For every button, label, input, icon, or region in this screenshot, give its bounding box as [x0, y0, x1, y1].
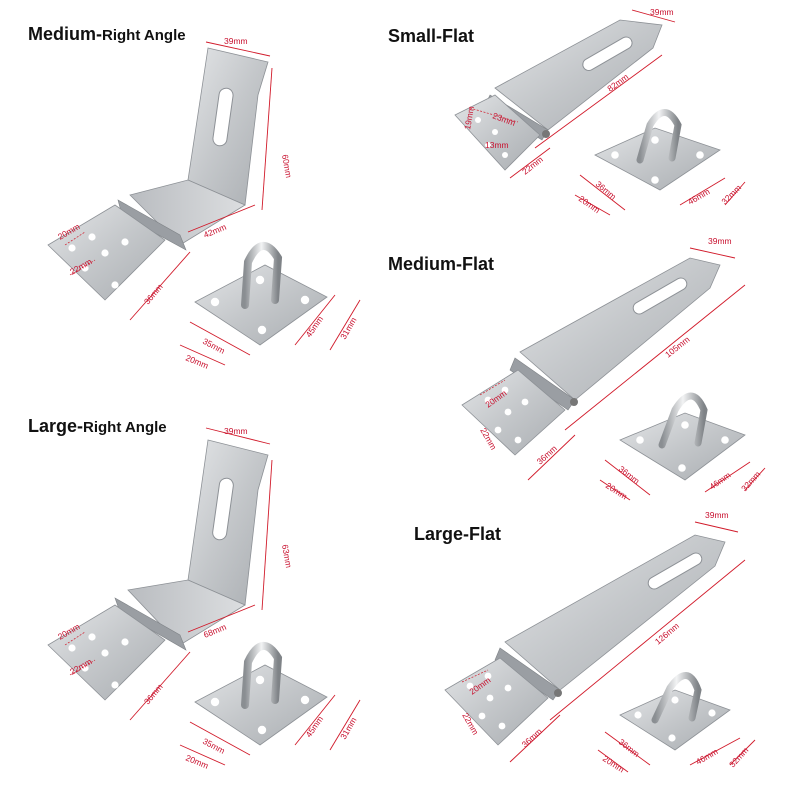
hasp-illustration: 39mm 82mm 23mm 19mm 13mm 22mm 36mm 20mm …: [454, 7, 746, 216]
dim-label: 36mm: [594, 179, 619, 202]
dim-label: 32mm: [727, 745, 750, 769]
dim-label: 46mm: [707, 470, 732, 492]
dim-label: 20mm: [604, 480, 629, 501]
dim-label: 46mm: [694, 746, 719, 766]
dim-label: 32mm: [719, 183, 743, 207]
panel-large-right-angle: Large-Right Angle 39mm 63mm 68mm 36mm 20…: [0, 400, 400, 800]
dim-label: 20mm: [184, 353, 210, 371]
dim-label: 36mm: [535, 443, 559, 466]
panel-title: Small-Flat: [388, 26, 474, 47]
title-size: Small-Flat: [388, 26, 475, 46]
dim-label: 39mm: [705, 510, 729, 520]
dim-label: 36mm: [520, 726, 544, 749]
hasp-illustration: 39mm 105mm 20mm 22mm 36mm 36mm 20mm 46mm…: [461, 236, 766, 502]
dim-label: 45mm: [303, 714, 325, 739]
dim-label: 60mm: [280, 154, 294, 179]
dim-label: 105mm: [663, 334, 691, 359]
dim-label: 36mm: [617, 464, 642, 486]
dim-label: 36mm: [142, 682, 165, 707]
dim-label: 35mm: [201, 336, 227, 356]
dim-label: 20mm: [184, 753, 210, 771]
dim-label: 46mm: [686, 186, 711, 206]
title-type: Right Angle: [102, 27, 186, 44]
dim-label: 22mm: [520, 154, 545, 176]
dim-label: 39mm: [708, 236, 732, 246]
dim-label: 39mm: [224, 426, 248, 436]
dim-label: 63mm: [280, 544, 294, 569]
dim-label: 39mm: [224, 36, 248, 46]
panel-small-flat: Small-Flat 39mm 82mm 23mm 19mm 13mm 22mm…: [388, 0, 800, 255]
panel-large-flat: Large-Flat 39mm 126mm 20mm 22mm 36mm 36m…: [400, 500, 800, 800]
title-size: Medium-Flat: [388, 254, 494, 274]
title-size: Large-Flat: [414, 524, 502, 544]
hasp-illustration: 39mm 63mm 68mm 36mm 20mm 22mm 35mm 20mm …: [47, 426, 361, 771]
dim-label: 32mm: [739, 469, 762, 493]
panel-title: Large-Right Angle: [28, 416, 167, 437]
dim-label: 45mm: [303, 314, 325, 339]
dim-label: 13mm: [485, 140, 509, 150]
panel-title: Large-Flat: [414, 524, 501, 545]
hasp-illustration: 39mm 60mm 42mm 36mm 20mm 22mm 35mm 20mm …: [47, 36, 361, 371]
panel-medium-right-angle: Medium-Right Angle 39mm 60mm 42mm 36mm: [0, 0, 400, 400]
title-type: Right Angle: [83, 419, 167, 436]
dim-label: 20mm: [601, 753, 626, 774]
title-size: Large-: [28, 416, 84, 436]
dim-label: 36mm: [142, 282, 165, 307]
dim-label: 36mm: [617, 737, 642, 759]
dim-label: 39mm: [650, 7, 674, 17]
panel-title: Medium-Flat: [388, 254, 494, 275]
panel-title: Medium-Right Angle: [28, 24, 186, 45]
hasp-illustration: 39mm 126mm 20mm 22mm 36mm 36mm 20mm 46mm…: [444, 510, 756, 775]
title-size: Medium-: [28, 24, 102, 44]
dim-label: 20mm: [577, 193, 602, 215]
dim-label: 35mm: [201, 736, 227, 756]
dim-label: 19mm: [462, 105, 476, 130]
dim-label: 31mm: [338, 316, 358, 341]
dim-label: 31mm: [338, 716, 358, 741]
panel-medium-flat: Medium-Flat 39mm 105mm 20mm 22mm 36mm 36…: [388, 230, 800, 502]
